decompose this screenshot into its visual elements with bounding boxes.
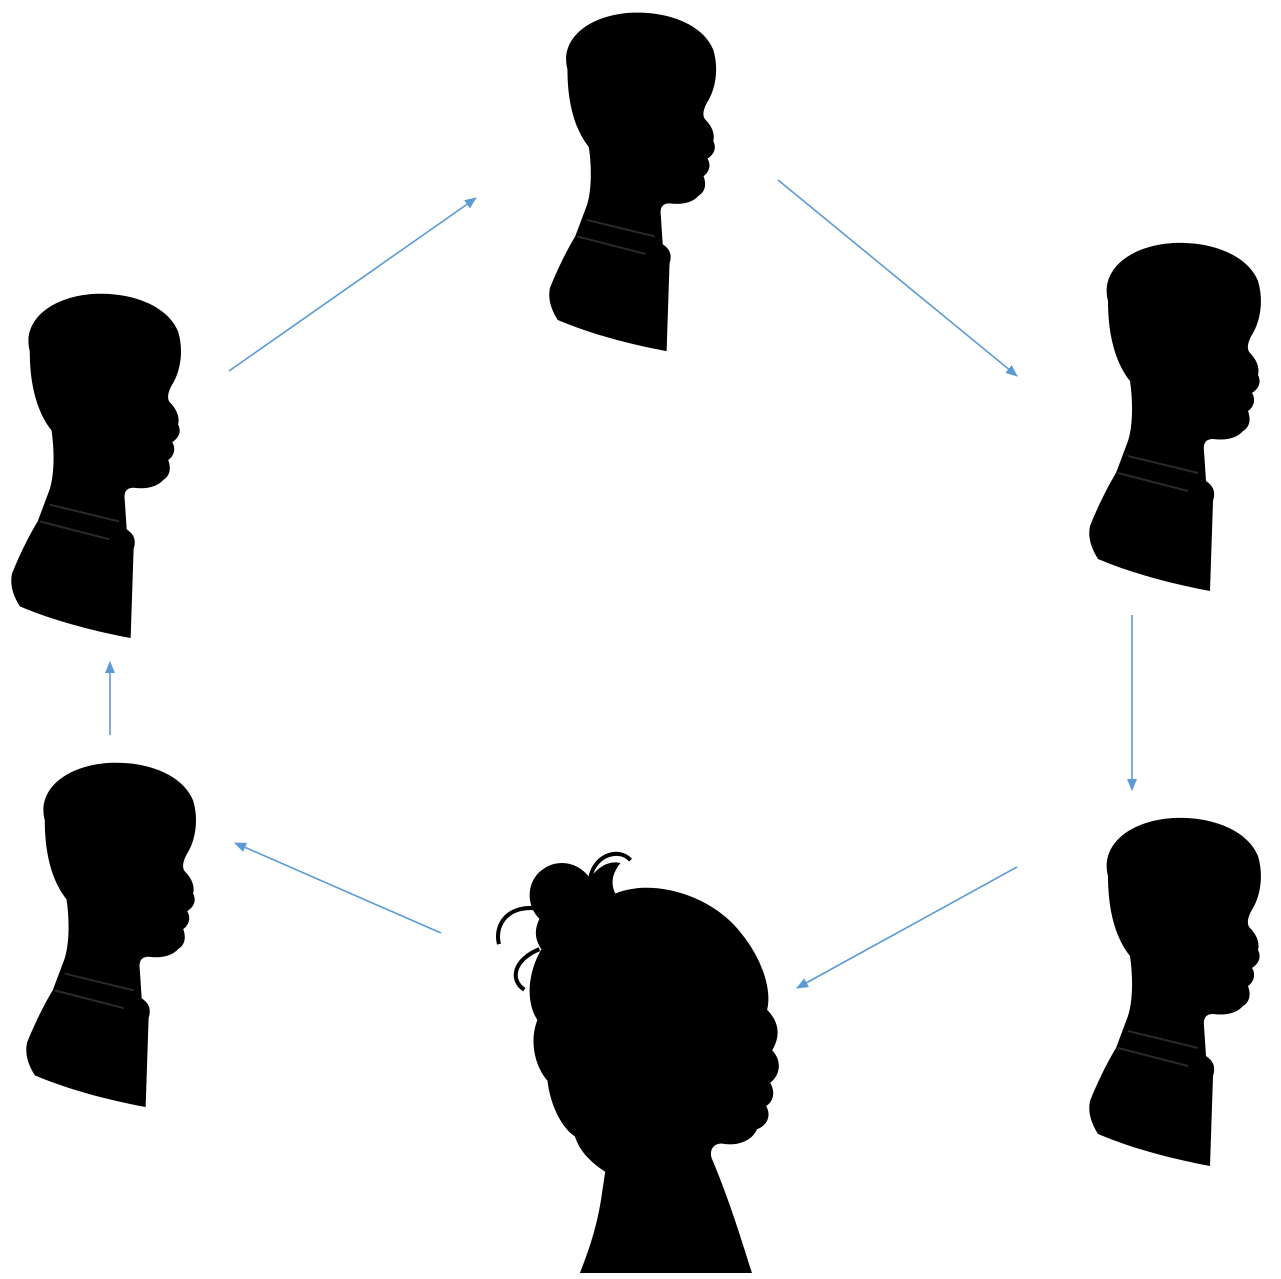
arrows-layer xyxy=(105,179,1137,989)
male-silhouette-icon-left-lower xyxy=(25,761,198,1109)
arrow-top-to-right-upper xyxy=(777,179,1018,377)
arrow-bottom-to-left-lower xyxy=(234,842,442,934)
male-silhouette-icon-left-upper xyxy=(10,292,183,640)
male-silhouette-icon-top xyxy=(548,11,718,353)
male-silhouette-icon-right-lower xyxy=(1088,816,1262,1167)
arrow-left-upper-to-top xyxy=(228,197,477,372)
female-silhouette-icon-bottom xyxy=(498,854,779,1273)
male-silhouette-icon-right-upper xyxy=(1088,241,1262,592)
arrow-right-lower-to-bottom xyxy=(796,866,1018,989)
nodes-layer xyxy=(10,11,1262,1273)
